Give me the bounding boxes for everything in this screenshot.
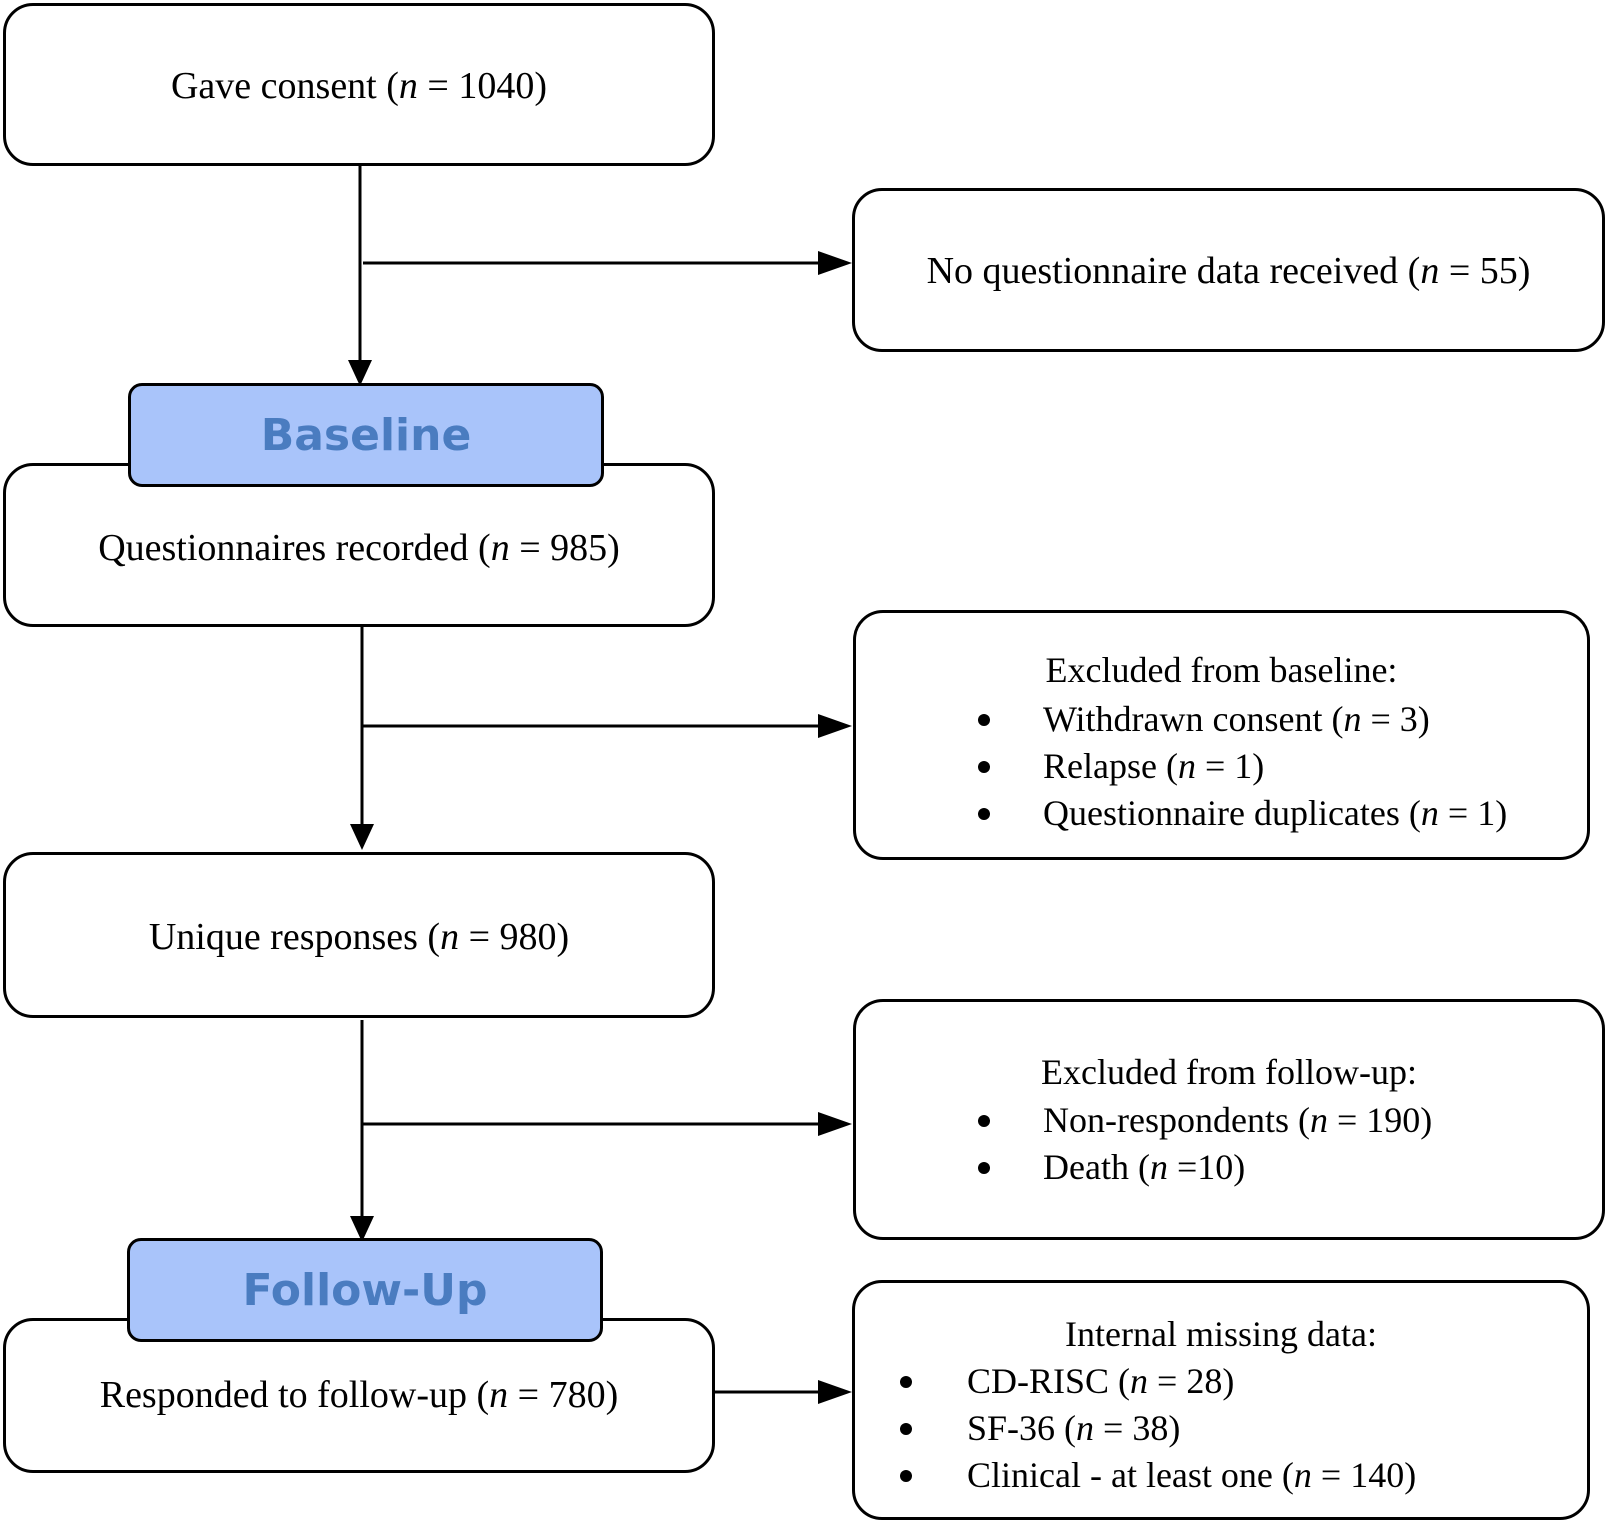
consent-box: Gave consent (n = 1040) [3,3,715,166]
arrowhead [818,1380,852,1404]
arrowhead [350,824,374,850]
excluded-followup-heading: Excluded from follow-up: [1041,1052,1417,1092]
bullet-icon [900,1470,912,1482]
arrowhead [818,251,852,275]
consent-text: Gave consent (n = 1040) [170,65,547,107]
excluded-followup-list: Non-respondents (n = 190) Death (n =10) [978,1097,1432,1191]
excluded-baseline-box: Excluded from baseline: Withdrawn consen… [853,610,1590,860]
list-item: Non-respondents (n = 190) [978,1097,1432,1144]
no-data-box: No questionnaire data received (n = 55) [852,188,1605,352]
excluded-baseline-heading: Excluded from baseline: [1045,650,1398,690]
unique-text: Unique responses (n = 980) [148,916,570,958]
arrowhead [818,714,852,738]
list-item: Questionnaire duplicates (n = 1) [978,790,1507,837]
followup-stage-label: Follow-Up [127,1238,603,1342]
excluded-followup-box: Excluded from follow-up: Non-respondents… [853,999,1605,1240]
excluded-baseline-list: Withdrawn consent (n = 3) Relapse (n = 1… [978,696,1507,837]
list-item: CD-RISC (n = 28) [900,1358,1416,1405]
baseline-box: Questionnaires recorded (n = 985) [3,463,715,627]
bullet-icon [900,1423,912,1435]
unique-box: Unique responses (n = 980) [3,852,715,1018]
list-item: Death (n =10) [978,1144,1432,1191]
missing-data-heading: Internal missing data: [1065,1314,1377,1354]
no-data-text: No questionnaire data received (n = 55) [926,250,1531,292]
bullet-icon [900,1376,912,1388]
followup-box: Responded to follow-up (n = 780) [3,1318,715,1473]
list-item: SF-36 (n = 38) [900,1405,1416,1452]
arrowhead [818,1112,852,1136]
list-item: Relapse (n = 1) [978,743,1507,790]
arrowhead [348,360,372,386]
baseline-stage-label: Baseline [128,383,604,487]
baseline-text: Questionnaires recorded (n = 985) [98,527,620,569]
bullet-icon [978,1115,990,1127]
bullet-icon [978,808,990,820]
bullet-icon [978,761,990,773]
followup-text: Responded to follow-up (n = 780) [99,1374,619,1416]
missing-data-box: Internal missing data: CD-RISC (n = 28) … [852,1280,1590,1520]
list-item: Withdrawn consent (n = 3) [978,696,1507,743]
bullet-icon [978,1162,990,1174]
list-item: Clinical - at least one (n = 140) [900,1452,1416,1499]
arrowhead [350,1216,374,1242]
bullet-icon [978,714,990,726]
missing-data-list: CD-RISC (n = 28) SF-36 (n = 38) Clinical… [900,1358,1416,1499]
